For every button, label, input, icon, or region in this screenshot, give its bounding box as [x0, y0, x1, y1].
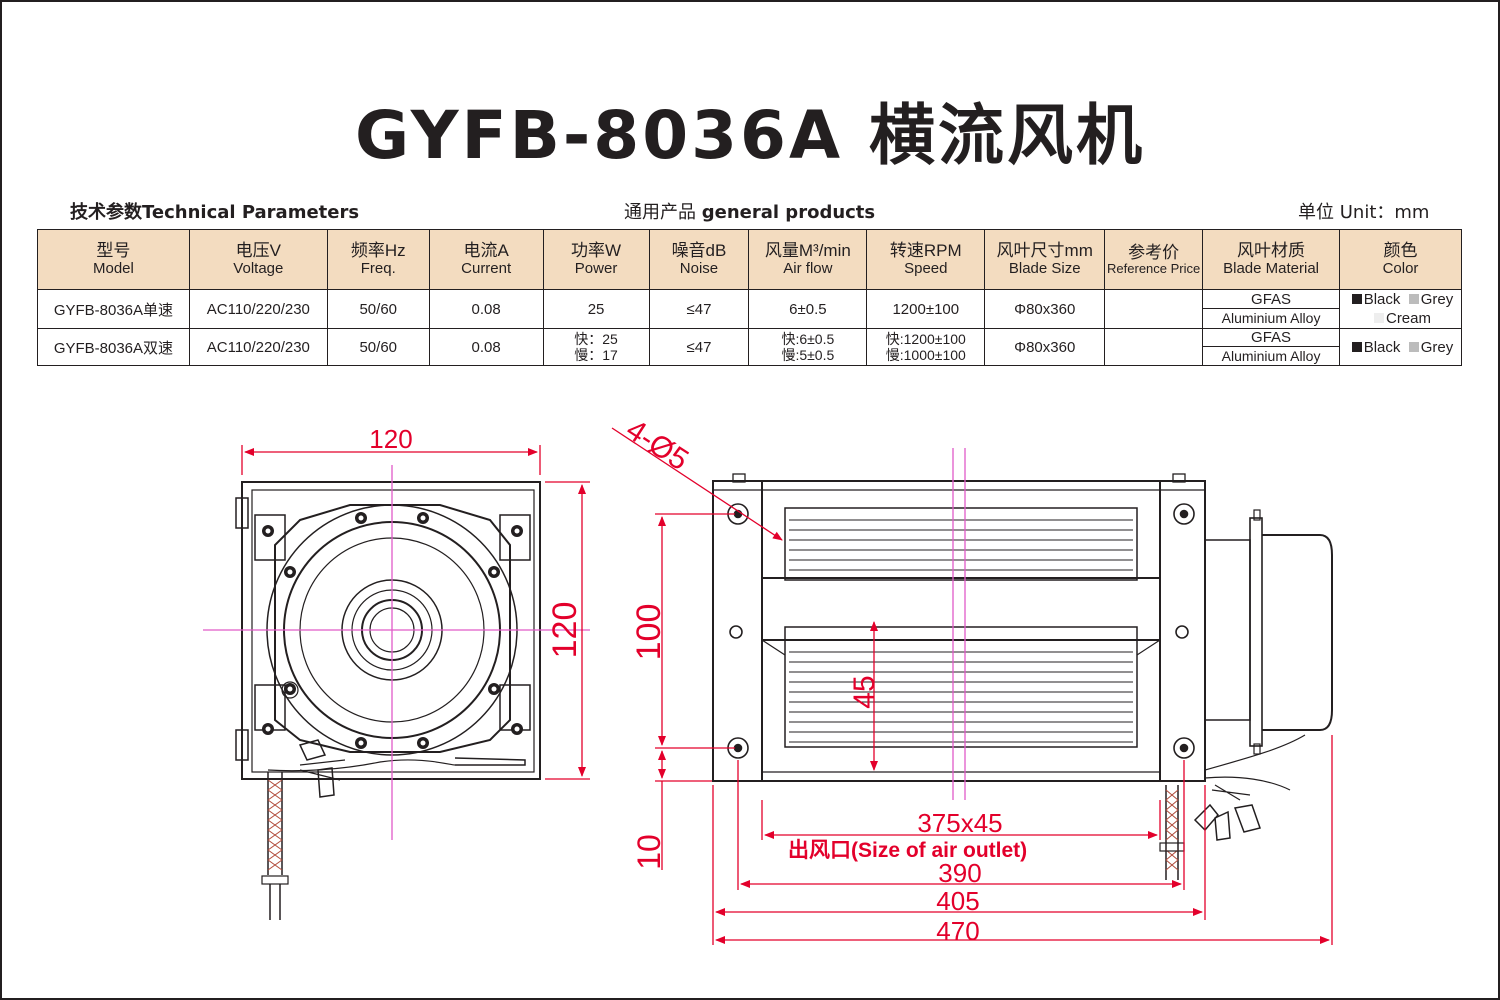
- dim-bottom-offset: 10: [631, 834, 667, 870]
- cell-current: 0.08: [428, 289, 544, 329]
- cell-noise: ≤47: [648, 289, 750, 329]
- front-dimensions: [241, 445, 590, 780]
- table-row: GYFB-8036A双速 AC110/220/230 50/60 0.08 快：…: [37, 328, 1462, 366]
- cell-color: Black Grey Cream: [1339, 289, 1462, 329]
- side-view: [712, 473, 1333, 880]
- swatch-grey: [1408, 341, 1419, 352]
- cell-current: 0.08: [428, 328, 544, 366]
- general-products-heading: 通用产品 general products: [624, 202, 876, 223]
- dim-390: 390: [938, 858, 981, 888]
- front-centerlines: [203, 465, 590, 840]
- cell-voltage: AC110/220/230: [188, 289, 328, 329]
- cell-airflow: 6±0.5: [748, 289, 868, 329]
- cell-model: GYFB-8036A双速: [37, 328, 190, 366]
- swatch-black: [1351, 294, 1362, 304]
- cell-material: GFAS Aluminium Alloy: [1202, 328, 1340, 366]
- unit-heading: 单位 Unit：mm: [1298, 202, 1430, 223]
- dim-hole-spacing: 100: [630, 604, 668, 661]
- dim-holes: 4-Ø5: [620, 413, 694, 477]
- dim-405: 405: [936, 886, 979, 916]
- table-row: GYFB-8036A单速 AC110/220/230 50/60 0.08 25…: [37, 289, 1462, 329]
- dim-outlet-height: 45: [848, 675, 881, 708]
- cell-voltage: AC110/220/230: [188, 328, 328, 366]
- dim-outlet-size: 375x45: [917, 808, 1002, 838]
- cell-power: 25: [542, 289, 650, 329]
- swatch-grey: [1408, 294, 1419, 304]
- outlet-label: 出风口(Size of air outlet): [788, 839, 1027, 862]
- cell-blade-size: Φ80x360: [984, 328, 1106, 366]
- tech-params-heading: 技术参数Technical Parameters: [70, 202, 360, 223]
- swatch-cream: [1373, 313, 1384, 323]
- cell-speed: 1200±100: [866, 289, 986, 329]
- cell-price: [1104, 328, 1204, 366]
- blade-slats: [789, 519, 1133, 743]
- dim-470: 470: [936, 916, 979, 946]
- dim-front-height: 120: [546, 602, 584, 659]
- dim-front-width: 120: [369, 424, 412, 454]
- swatch-black: [1351, 341, 1362, 352]
- page-title: GYFB-8036A 横流风机: [354, 97, 1146, 174]
- cell-material: GFAS Aluminium Alloy: [1202, 289, 1340, 329]
- front-view: [235, 481, 541, 920]
- cell-color: Black Grey: [1339, 328, 1462, 366]
- cell-model: GYFB-8036A单速: [37, 289, 190, 329]
- side-centerlines: [952, 448, 966, 800]
- cell-freq: 50/60: [326, 289, 430, 329]
- side-dimensions: [611, 427, 1333, 945]
- cell-freq: 50/60: [326, 328, 430, 366]
